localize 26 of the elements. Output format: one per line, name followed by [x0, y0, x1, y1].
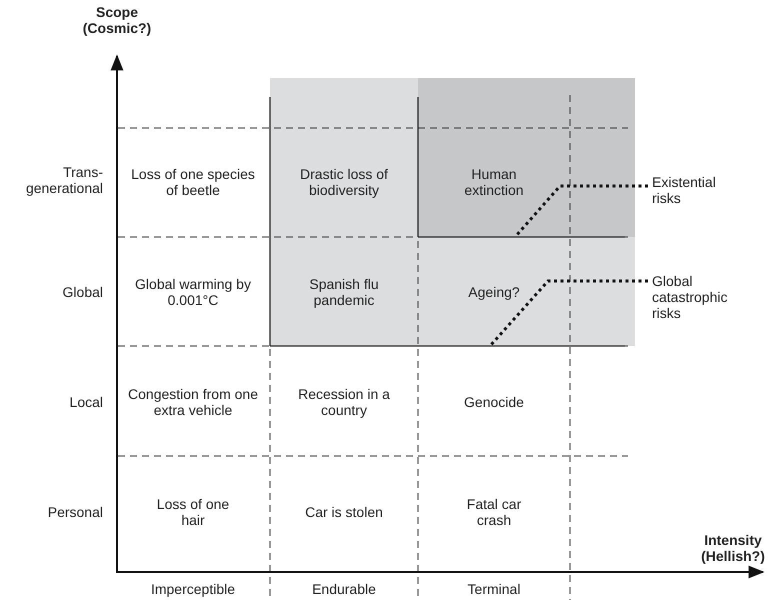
example-text: Fatal car crash	[466, 496, 522, 528]
axis-category-label: Local	[68, 394, 103, 410]
axis-title: Intensity (Hellish?)	[700, 532, 766, 564]
axis-title: Scope (Cosmic?)	[82, 4, 152, 36]
axis-category-label: Global	[62, 284, 103, 300]
axis-category-label: Trans-generational	[24, 164, 103, 196]
risk-subregion	[418, 78, 635, 237]
example-text: Human extinction	[463, 166, 525, 198]
axis-category-label: Imperceptible	[150, 581, 236, 597]
risk-category-label: Global catastrophic risks	[652, 273, 752, 321]
example-text: Congestion from one extra vehicle	[128, 386, 258, 418]
example-text: Loss of one hair	[156, 496, 230, 528]
axis-category-label: Endurable	[311, 581, 377, 597]
example-text: Global warming by 0.001°C	[134, 276, 252, 308]
example-text: Car is stolen	[304, 504, 384, 520]
example-text: Recession in a country	[297, 386, 391, 418]
example-text: Loss of one species of beetle	[130, 166, 256, 198]
axis-category-label: Personal	[46, 504, 103, 520]
risk-category-label: Existential risks	[652, 174, 747, 206]
leader-line	[514, 184, 648, 238]
example-text: Ageing?	[467, 284, 521, 300]
example-text: Spanish flu pandemic	[308, 276, 380, 308]
leader-line	[488, 280, 648, 347]
example-text: Drastic loss of biodiversity	[299, 166, 389, 198]
axis-category-label: Terminal	[466, 581, 522, 597]
example-text: Genocide	[463, 394, 525, 410]
